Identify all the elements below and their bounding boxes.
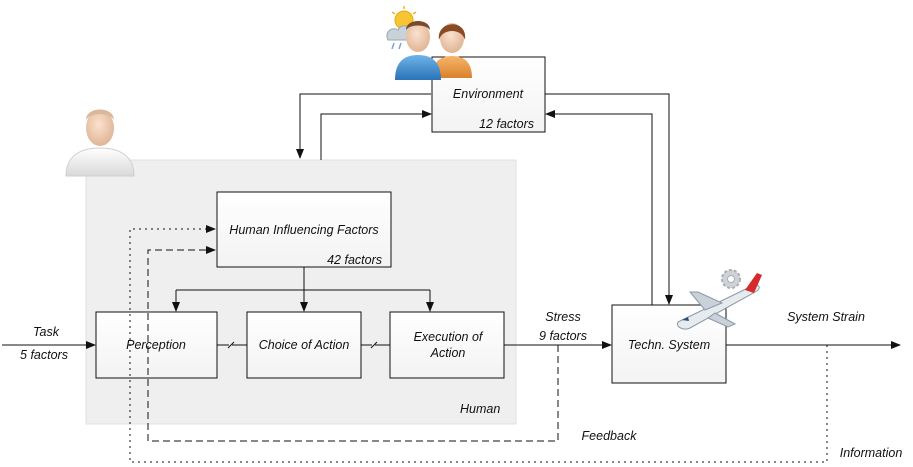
airplane-gear-icon (676, 269, 762, 330)
people-weather-icon (386, 6, 472, 80)
techn-to-environment (545, 110, 653, 305)
task-label: Task (33, 325, 60, 339)
perception-title: Perception (126, 338, 186, 352)
task-count: 5 factors (20, 348, 68, 362)
feedback-line (147, 246, 559, 442)
choice-box[interactable] (246, 311, 362, 379)
stress-label: Stress (545, 310, 580, 324)
human-region-label: Human (460, 402, 500, 416)
hif-title: Human Influencing Factors (229, 223, 378, 237)
perception-to-choice (217, 341, 247, 349)
choice-to-execution (361, 341, 390, 349)
environment-title: Environment (453, 87, 524, 101)
person-icon (65, 109, 135, 177)
execution-title-line1: Execution of (414, 330, 484, 344)
human-to-environment (320, 110, 432, 160)
execution-box[interactable] (389, 311, 505, 379)
system-strain-label: System Strain (787, 310, 865, 324)
perception-box[interactable] (95, 311, 218, 379)
choice-title: Choice of Action (259, 338, 350, 352)
environment-to-human (296, 93, 431, 159)
feedback-label: Feedback (582, 429, 638, 443)
environment-to-techn (545, 93, 673, 305)
hif-distribution (172, 267, 434, 312)
stress-count: 9 factors (539, 329, 587, 343)
execution-title-line2: Action (430, 346, 466, 360)
techn-title: Techn. System (628, 338, 710, 352)
information-line (129, 225, 828, 463)
hif-count: 42 factors (327, 253, 382, 267)
information-label: Information (840, 446, 903, 460)
environment-count: 12 factors (479, 117, 534, 131)
